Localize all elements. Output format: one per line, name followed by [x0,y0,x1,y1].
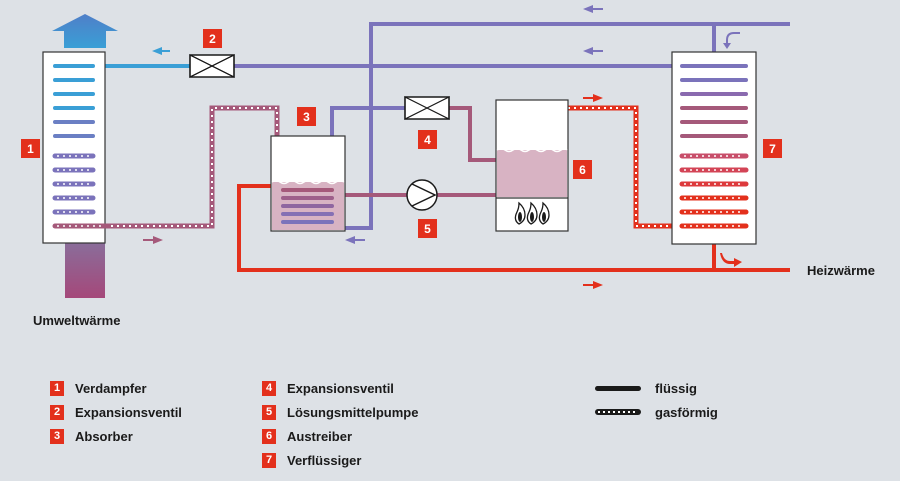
badge-6: 6 [573,160,592,179]
badge-4: 4 [418,130,437,149]
evaporator [42,51,108,244]
condenser [671,51,757,245]
flow-arrow-icon [143,5,742,289]
badge-5: 5 [418,219,437,238]
badge-2: 2 [203,29,222,48]
svg-text:2: 2 [209,32,216,46]
pipe-top-loop [345,22,790,230]
pipe-heating-loop [237,184,790,272]
valve-icon [189,54,235,78]
badge-7: 7 [763,139,782,158]
label-heat-source: Umweltwärme [33,313,120,328]
pipe-absorber-to-valve4 [330,106,405,136]
svg-text:3: 3 [303,110,310,124]
svg-text:1: 1 [27,142,34,156]
svg-text:7: 7 [769,142,776,156]
svg-text:5: 5 [424,222,431,236]
valve-icon [404,96,450,120]
heat-exhaust-arrow-icon [52,14,118,48]
svg-text:6: 6 [579,163,586,177]
pump-icon [406,179,438,211]
pipe-evaporator-to-absorber-gas [105,105,280,229]
generator [495,99,569,232]
badge-3: 3 [297,107,316,126]
absorber [270,135,346,232]
heat-source-block [65,243,105,298]
pipe-valve4-to-generator [449,106,496,162]
label-heat-sink: Heizwärme [807,263,875,278]
svg-text:4: 4 [424,133,431,147]
badge-1: 1 [21,139,40,158]
